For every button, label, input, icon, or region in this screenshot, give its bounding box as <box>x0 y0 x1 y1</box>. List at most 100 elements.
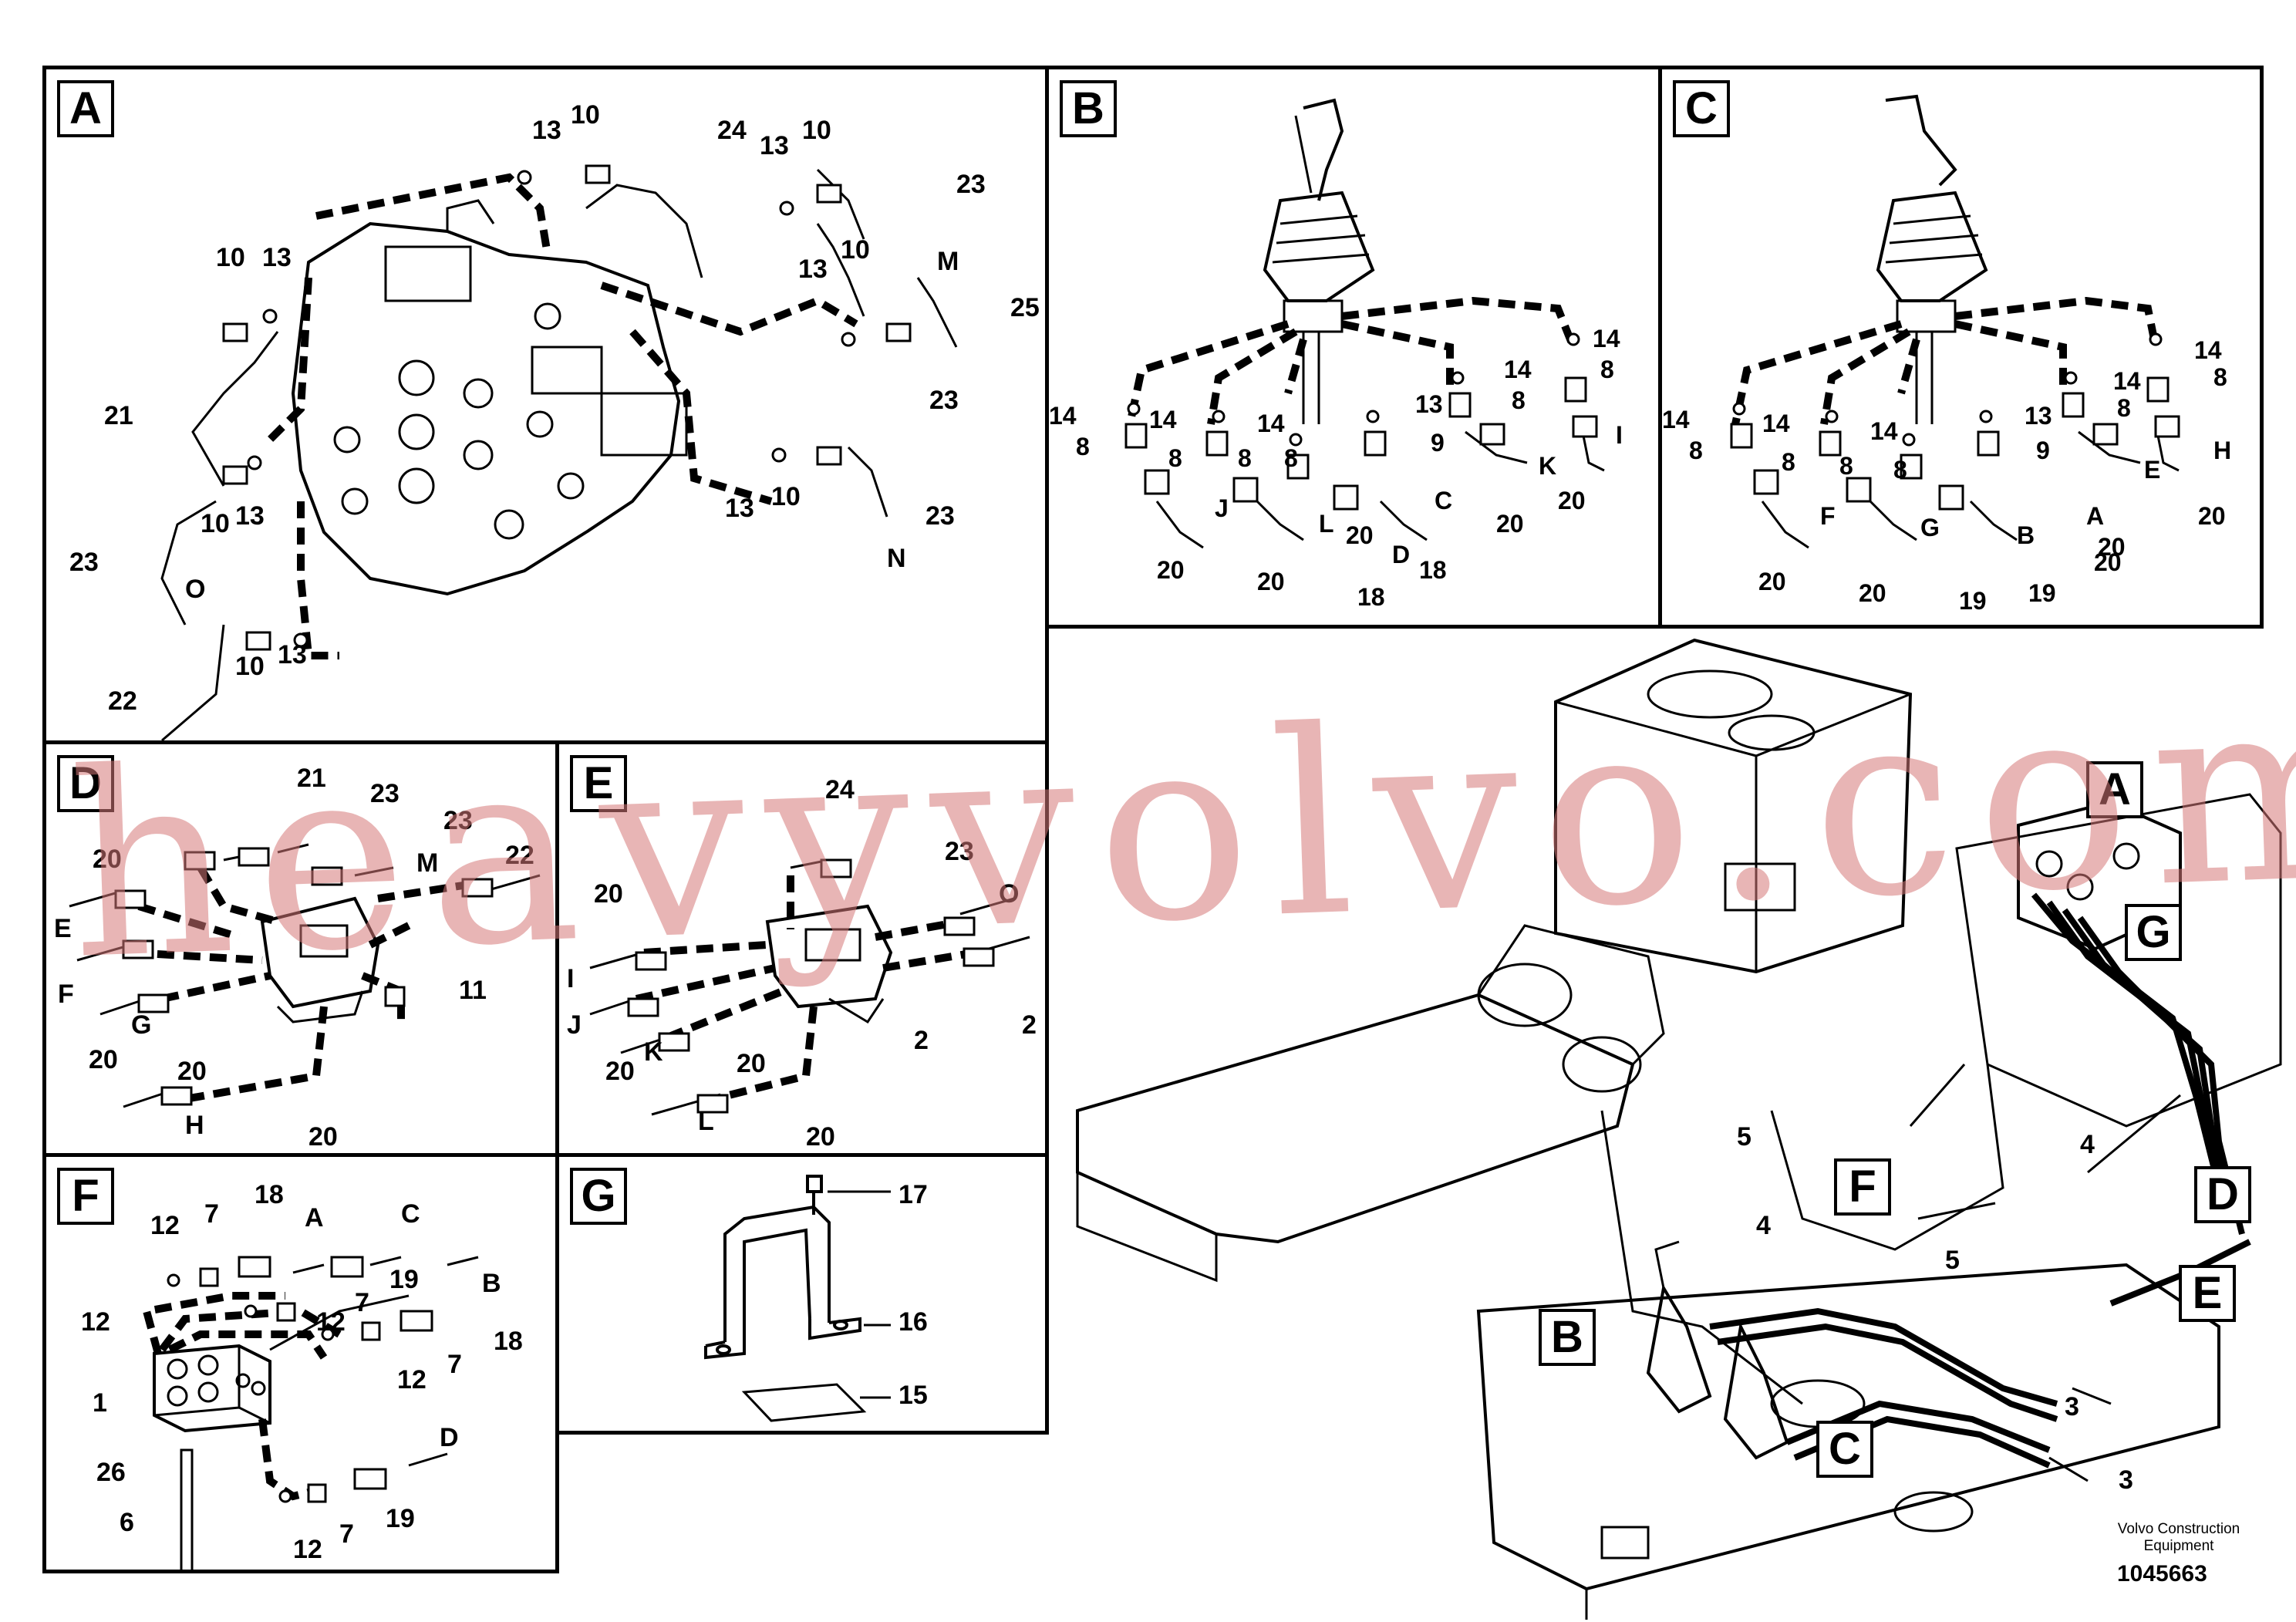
panel-d-label: 20 <box>89 1045 118 1074</box>
panel-b-drawing: 14 14 8 8 14 13 14 8 8 9 14 8 8 K J L C … <box>1049 98 1623 611</box>
panel-e-tag: E <box>570 755 627 812</box>
panel-a-label: 10 <box>201 509 230 538</box>
panel-e-label: 20 <box>594 879 623 909</box>
panel-f-drawing: 18 7 12 A C 19 12 7 B 12 18 7 1 26 12 D … <box>81 1180 523 1570</box>
overview-callout-d: D <box>2194 1166 2251 1223</box>
panel-c-label: 20 <box>2098 533 2126 561</box>
panel-a-label: 21 <box>104 401 133 430</box>
panel-a-label: 10 <box>235 652 265 681</box>
panel-e-label: 2 <box>1022 1010 1037 1040</box>
overview-callout-b: B <box>1539 1309 1596 1366</box>
panel-c-label: 8 <box>2117 394 2131 422</box>
panel-a-label: O <box>185 575 205 604</box>
panel-a-label: 10 <box>571 100 600 130</box>
panel-c-label: 20 <box>2094 548 2122 576</box>
panel-b-label: 14 <box>1149 406 1177 433</box>
panel-e-label: 23 <box>945 837 974 866</box>
overview-label: 5 <box>1945 1246 1960 1275</box>
panel-c-label: 20 <box>2198 502 2226 530</box>
panel-a-label: 13 <box>235 501 265 531</box>
panel-d: D <box>42 740 559 1157</box>
panel-b-label: K <box>1539 452 1556 480</box>
panel-d-label: 23 <box>370 779 400 808</box>
panel-c-label: 14 <box>2194 336 2222 364</box>
panel-b-label: 13 <box>1415 390 1443 418</box>
panel-e-label: 24 <box>825 775 855 804</box>
panel-f-label: 12 <box>293 1535 322 1564</box>
panel-b-label: 8 <box>1600 356 1614 383</box>
panel-b-label: 20 <box>1496 510 1524 538</box>
panel-a-label: 13 <box>532 116 561 145</box>
panel-g-label: 16 <box>899 1307 928 1337</box>
panel-f-label: 7 <box>204 1199 219 1229</box>
panel-b-label: 20 <box>1257 568 1285 595</box>
panel-b-label: I <box>1616 421 1623 449</box>
panel-c-label: 14 <box>1762 410 1790 437</box>
panel-e-label: L <box>698 1107 714 1136</box>
panel-d-label: G <box>131 1010 151 1040</box>
panel-d-label: F <box>58 980 74 1009</box>
panel-c-label: 14 <box>1662 406 1690 433</box>
document-number: 1045663 <box>2117 1561 2207 1587</box>
panel-g: G 17 16 15 <box>555 1153 1049 1435</box>
panel-b-label: 20 <box>1346 521 1374 549</box>
panel-f-label: A <box>305 1203 324 1233</box>
panel-f-label: 12 <box>316 1307 346 1337</box>
panel-f-label: D <box>440 1423 459 1452</box>
panel-c-label: G <box>1920 514 1940 541</box>
panel-b-label: 14 <box>1593 325 1620 352</box>
panel-a-label: 10 <box>771 482 801 511</box>
panel-a-label: 24 <box>717 116 747 145</box>
panel-b-label: C <box>1435 487 1452 514</box>
overview-callout-g: G <box>2125 904 2182 961</box>
overview-label: 3 <box>2065 1392 2079 1421</box>
panel-c-drawing: 14 14 8 8 14 13 14 8 8 9 14 8 8 E F G B … <box>1662 94 2231 615</box>
panel-a-label: 10 <box>216 243 245 272</box>
panel-f-label: 12 <box>150 1211 180 1240</box>
panel-f-label: 19 <box>389 1265 419 1294</box>
overview-label: 4 <box>2080 1130 2095 1159</box>
panel-b-label: D <box>1392 541 1410 568</box>
panel-b-label: 8 <box>1168 444 1182 472</box>
panel-d-tag: D <box>57 755 114 812</box>
overview-callout-a: A <box>2086 761 2143 818</box>
panel-b-label: 18 <box>1357 583 1385 611</box>
panel-e: E <box>555 740 1049 1157</box>
panel-d-label: 21 <box>297 764 326 793</box>
panel-c-label: 8 <box>1689 437 1703 464</box>
panel-c-label: 20 <box>1859 579 1886 607</box>
panel-e-label: J <box>567 1010 582 1040</box>
company-name: Volvo Construction Equipment <box>2117 1521 2240 1554</box>
panel-f-label: 7 <box>339 1519 354 1549</box>
panel-a-label: 13 <box>262 243 292 272</box>
panel-e-label: 20 <box>737 1049 766 1078</box>
panel-b-label: 8 <box>1238 444 1252 472</box>
panel-f-label: 7 <box>447 1350 462 1379</box>
overview-label: 5 <box>1737 1122 1752 1152</box>
panel-d-label: M <box>416 848 438 878</box>
panel-a-label: 13 <box>760 131 789 160</box>
panel-c-label: 14 <box>2113 367 2141 395</box>
panel-a-label: 10 <box>841 235 870 265</box>
panel-f: F <box>42 1153 559 1573</box>
panel-c-label: 8 <box>1893 456 1907 484</box>
panel-f-tag: F <box>57 1168 114 1225</box>
panel-b-label: L <box>1319 510 1334 538</box>
panel-b: B <box>1045 66 1662 629</box>
panel-b-label: J <box>1215 494 1229 522</box>
panel-a-label: M <box>937 247 959 276</box>
panel-d-label: 23 <box>443 806 473 835</box>
panel-a-label: 25 <box>1010 293 1040 322</box>
panel-a-label: 10 <box>802 116 831 145</box>
panel-c-label: 9 <box>2036 437 2050 464</box>
panel-e-label: O <box>999 879 1019 909</box>
panel-c-label: 13 <box>2025 402 2052 430</box>
panel-f-label: 26 <box>96 1458 126 1487</box>
panel-d-label: E <box>54 914 72 943</box>
overview-label: 4 <box>1756 1211 1771 1240</box>
panel-a-label: 23 <box>69 548 99 577</box>
panel-d-label: 22 <box>505 841 534 870</box>
panel-d-label: 20 <box>308 1122 338 1152</box>
panel-c-label: 8 <box>2213 363 2227 391</box>
panel-f-label: 18 <box>255 1180 284 1209</box>
